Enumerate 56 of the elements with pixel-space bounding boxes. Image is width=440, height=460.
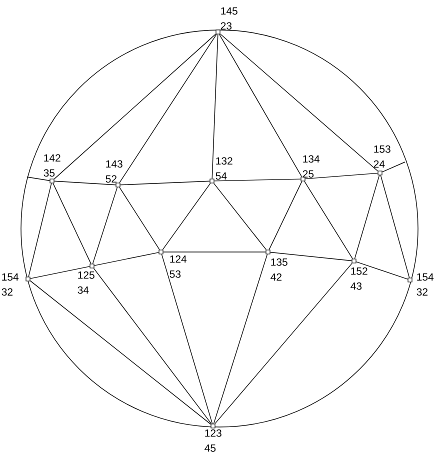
edge-line	[304, 180, 353, 260]
vertex-label: 135 42	[270, 258, 288, 281]
edge-line	[92, 186, 118, 264]
edge-line	[356, 261, 408, 280]
edge-line	[354, 174, 380, 260]
vertex-label: 145 23	[220, 7, 238, 30]
vertex-label: 124 53	[170, 255, 187, 278]
edge-line	[54, 180, 116, 186]
vertex-marker	[378, 170, 382, 176]
edge-line	[380, 174, 410, 278]
vertex-label: 153 24	[374, 145, 390, 168]
vertex-marker	[90, 264, 94, 268]
vertex-label: 154 32	[416, 273, 434, 296]
edge-line	[212, 34, 218, 180]
vertex-marker	[158, 250, 164, 254]
edge-line	[214, 178, 302, 182]
edge-line	[30, 266, 90, 279]
edge-line	[270, 252, 352, 262]
vertex-marker	[210, 424, 216, 428]
edge-line	[26, 176, 50, 181]
vertex-label: 143 52	[106, 160, 122, 183]
edge-line	[119, 34, 217, 184]
edge-line	[52, 182, 92, 264]
vertex-label: 142 35	[44, 154, 60, 177]
edge-line	[54, 34, 216, 180]
vertex-label: 123 45	[204, 429, 222, 452]
edge-line	[268, 180, 302, 250]
edge-line	[304, 172, 378, 180]
edge-line	[119, 186, 160, 250]
vertex-label: 152 43	[350, 267, 368, 290]
edge-line	[214, 262, 352, 424]
edge-line	[213, 182, 267, 250]
vertex-label: 125 34	[78, 271, 94, 294]
vertex-marker	[216, 30, 220, 34]
edge-line	[218, 34, 302, 178]
vertex-marker	[408, 278, 412, 282]
vertex-marker	[116, 182, 120, 188]
edge-line	[93, 268, 212, 424]
vertex-marker	[26, 276, 30, 282]
edge-line	[162, 182, 211, 250]
edge-line	[94, 252, 160, 266]
edge-line	[213, 254, 268, 424]
edge-line	[120, 180, 210, 186]
vertex-label: 132 54	[216, 157, 232, 180]
vertex-label: 154 32	[2, 273, 19, 296]
edge-line	[30, 280, 212, 425]
vertex-marker	[266, 250, 270, 254]
vertex-marker	[50, 178, 54, 184]
vertex-marker	[300, 176, 306, 182]
edge-line	[28, 182, 52, 278]
vertex-label: 134 25	[302, 155, 320, 178]
edge-line	[220, 34, 378, 172]
vertex-marker	[352, 258, 356, 264]
edge-line	[161, 254, 213, 424]
edge-line	[382, 162, 406, 172]
vertex-marker	[210, 178, 214, 184]
